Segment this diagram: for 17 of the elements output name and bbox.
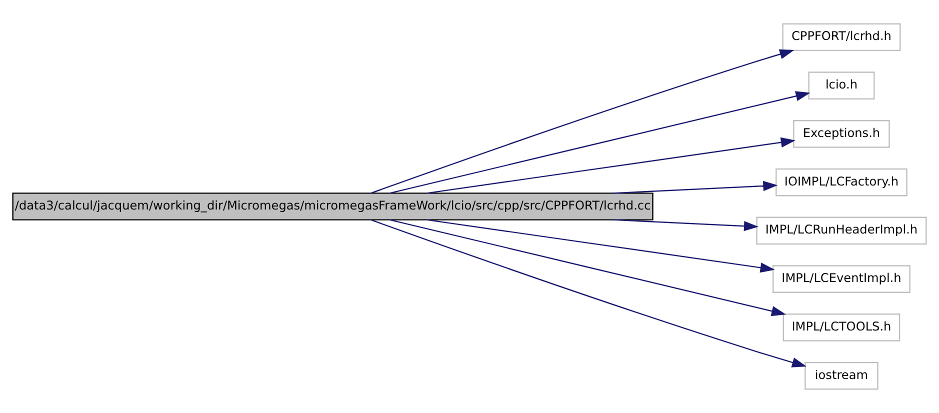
arrow	[390, 91, 810, 194]
node-box: CPPFORT/lcrhd.h	[782, 23, 901, 52]
node-box: lcio.h	[808, 72, 875, 100]
node-box: /data3/calcul/jacquem/working_dir/Micromegas/micromegasFrameWork/lcio/src/cpp/src/CPPFORT/lcrhd.cc	[12, 192, 654, 220]
node-box: IMPL/LCTOOLS.h	[782, 314, 900, 342]
node-box: IMPL/LCRunHeaderImpl.h	[756, 216, 927, 245]
arrow	[426, 137, 796, 194]
node-box: IMPL/LCEventImpl.h	[772, 265, 910, 293]
node-box: iostream	[804, 362, 878, 390]
arrow	[612, 219, 759, 232]
arrow	[612, 180, 778, 194]
arrow	[390, 219, 786, 316]
arrow	[426, 219, 775, 273]
node-box: Exceptions.h	[793, 120, 890, 148]
arrow	[370, 49, 794, 194]
node-box: IOIMPL/LCFactory.h	[776, 168, 908, 196]
arrow	[370, 219, 807, 368]
